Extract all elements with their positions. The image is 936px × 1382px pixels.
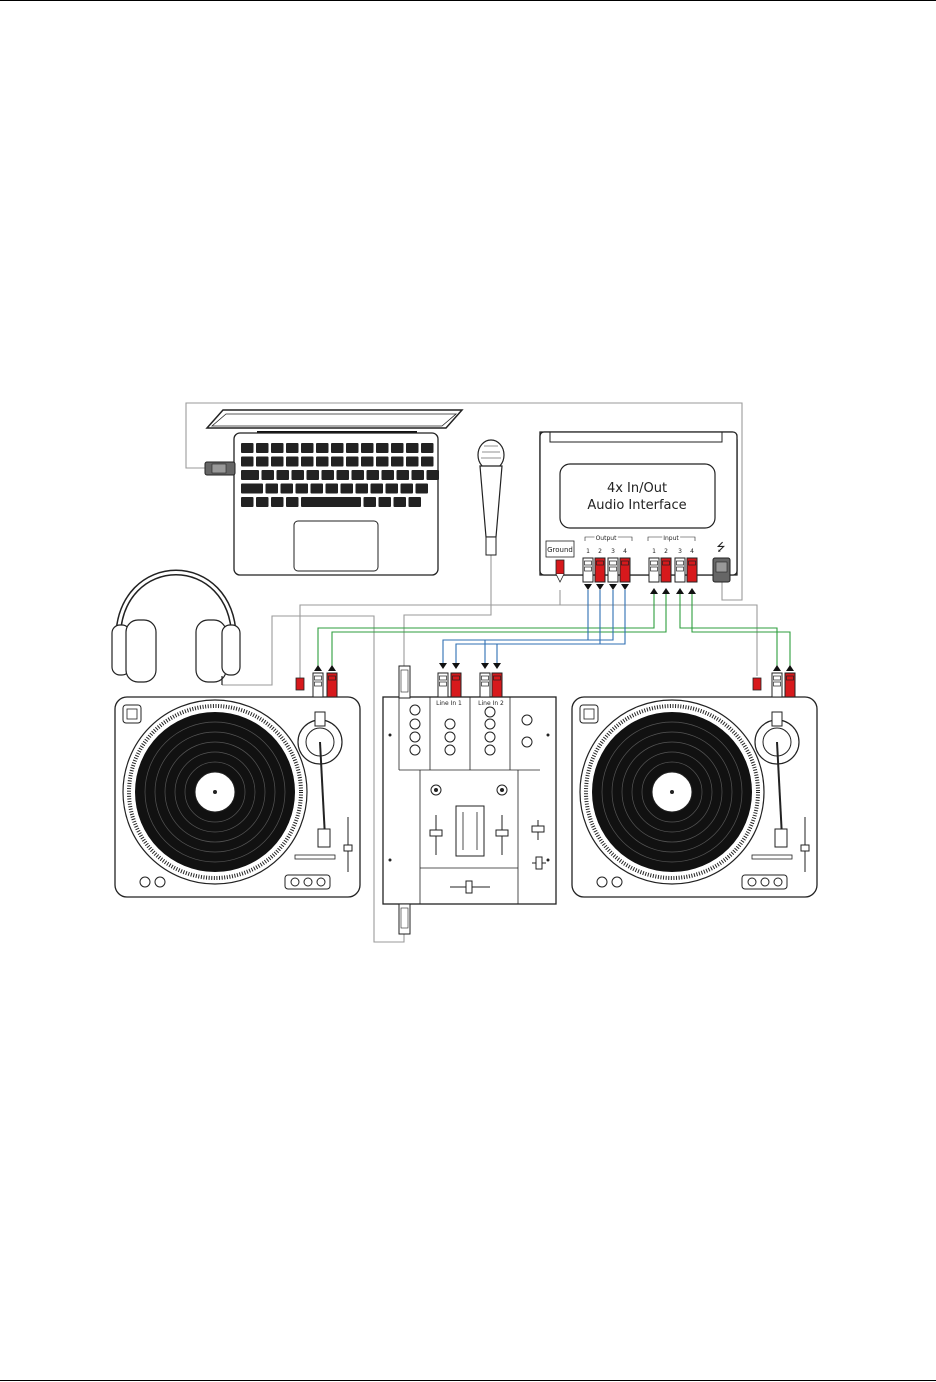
mixer-line-in-plugs [437, 672, 503, 698]
output-ch-4: 4 [623, 548, 627, 555]
laptop-key [363, 497, 376, 507]
laptop-key [256, 456, 269, 467]
mixer-line-in-1: Line In 1 [436, 700, 462, 707]
turntable-right-plugs [752, 672, 796, 698]
laptop-key [295, 483, 308, 494]
laptop-key [421, 443, 434, 453]
mixer-mic-plug [398, 665, 411, 699]
laptop-key [271, 443, 284, 453]
input-ch-2: 2 [664, 548, 668, 555]
laptop-key [361, 443, 374, 453]
input-label: Input [663, 535, 679, 542]
laptop-key [286, 443, 299, 453]
laptop-key [291, 470, 304, 480]
laptop-key [391, 443, 404, 453]
laptop-key [241, 443, 254, 453]
laptop-key [370, 483, 383, 494]
laptop-key [406, 443, 419, 453]
interface-usb-plug [712, 557, 731, 583]
laptop-key [256, 443, 269, 453]
laptop-key [316, 456, 329, 467]
laptop-key [355, 483, 368, 494]
laptop-key [331, 443, 344, 453]
laptop-key [301, 497, 361, 507]
laptop-key [241, 456, 254, 467]
usb-icon: ⭍ [716, 541, 725, 554]
signal-arrows [314, 584, 794, 671]
laptop-key [411, 470, 424, 480]
input-ch-3: 3 [678, 548, 682, 555]
input-ch-1: 1 [652, 548, 656, 555]
laptop-key [376, 456, 389, 467]
laptop-key [378, 497, 391, 507]
headphones [111, 569, 241, 685]
laptop-key [301, 443, 314, 453]
laptop-key [265, 483, 278, 494]
turntable-left [115, 697, 360, 897]
laptop-key [286, 456, 299, 467]
gray-cables [185, 402, 758, 943]
laptop-key [276, 470, 289, 480]
laptop-key [306, 470, 319, 480]
top-rule [0, 0, 936, 1]
laptop-key [381, 470, 394, 480]
laptop-key [366, 470, 379, 480]
output-ch-2: 2 [598, 548, 602, 555]
laptop-key [256, 497, 269, 507]
laptop-key [331, 456, 344, 467]
laptop-key [346, 443, 359, 453]
laptop-key [316, 443, 329, 453]
mixer-line-in-2: Line In 2 [478, 700, 504, 707]
laptop-key [336, 470, 349, 480]
blue-cables [442, 590, 626, 667]
laptop-key [321, 470, 334, 480]
output-ch-3: 3 [611, 548, 615, 555]
laptop-key [385, 483, 398, 494]
ground-label: Ground [547, 546, 573, 554]
mixer-headphone-plug [398, 903, 411, 935]
turntable-left-plugs [295, 672, 338, 698]
laptop-key [391, 456, 404, 467]
laptop-key [361, 456, 374, 467]
laptop-key [286, 497, 299, 507]
laptop-key [351, 470, 364, 480]
laptop [205, 409, 464, 576]
turntable-right [572, 697, 817, 897]
input-ch-4: 4 [690, 548, 694, 555]
laptop-key [346, 456, 359, 467]
mixer: Line In 1 Line In 2 [382, 696, 557, 905]
laptop-key [340, 483, 353, 494]
green-cables [317, 590, 791, 667]
laptop-key [426, 470, 439, 480]
bottom-rule [0, 1380, 936, 1381]
usb-plug [204, 461, 236, 476]
output-ch-1: 1 [586, 548, 590, 555]
laptop-key [376, 443, 389, 453]
laptop-key [241, 483, 263, 494]
laptop-key [421, 456, 434, 467]
laptop-key [271, 497, 284, 507]
laptop-key [408, 497, 421, 507]
laptop-key [301, 456, 314, 467]
audio-interface: 4x In/Out Audio Interface Ground Output … [539, 431, 738, 576]
laptop-key [241, 497, 254, 507]
laptop-key [325, 483, 338, 494]
microphone [477, 439, 505, 556]
laptop-key [241, 470, 259, 480]
laptop-key [310, 483, 323, 494]
interface-ground-plug [555, 559, 565, 583]
laptop-key [400, 483, 413, 494]
laptop-key [396, 470, 409, 480]
laptop-key [280, 483, 293, 494]
interface-title-line1: 4x In/Out [607, 481, 667, 496]
laptop-key [393, 497, 406, 507]
laptop-key [271, 456, 284, 467]
laptop-key [406, 456, 419, 467]
laptop-key [261, 470, 274, 480]
interface-title-line2: Audio Interface [587, 498, 686, 513]
laptop-key [415, 483, 428, 494]
output-label: Output [596, 535, 617, 542]
